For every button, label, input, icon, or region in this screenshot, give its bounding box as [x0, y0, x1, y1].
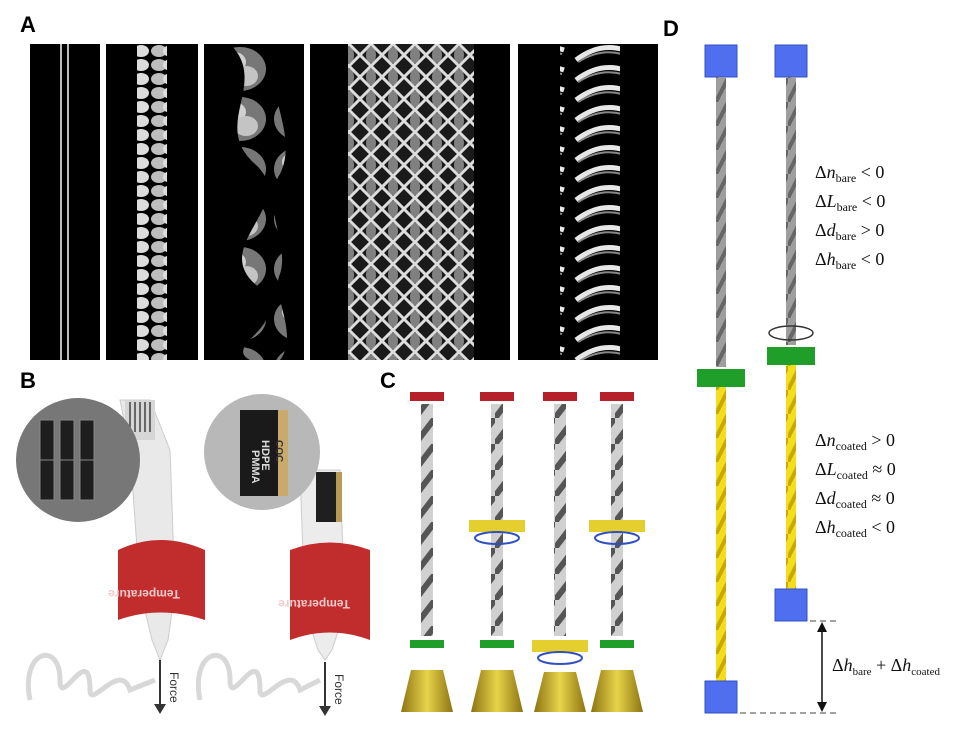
bare-equation-3: Δdbare > 0	[815, 220, 884, 243]
coated-equations: Δncoated > 0 ΔLcoated ≈ 0 Δdcoated ≈ 0 Δhco…	[815, 430, 896, 540]
material-label-coc: COC	[273, 440, 284, 462]
sum-equation: Δhbare + Δhcoated	[832, 655, 940, 678]
force-label-2: Force	[332, 674, 346, 705]
coated-equation-4: Δhcoated < 0	[815, 517, 895, 540]
panel-a-micrographs	[30, 44, 658, 360]
fiber-column-3	[532, 392, 588, 712]
panel-label-a: A	[20, 12, 36, 37]
panel-label-d: D	[663, 16, 679, 41]
sum-equation-text: Δhbare + Δhcoated	[832, 655, 940, 678]
fiber-column-4	[589, 392, 645, 712]
force-label-1: Force	[167, 672, 181, 703]
coated-fiber-right	[786, 365, 796, 589]
material-label-hdpe: HDPE	[259, 440, 271, 471]
coated-fiber-left	[716, 387, 726, 681]
panel-b-nozzle-illustration: Temperature Force Temperature PMMA HDPE …	[16, 394, 370, 716]
blue-anchor-top-left	[704, 44, 738, 78]
blue-anchor-bottom-left	[704, 680, 738, 714]
green-clamp-left	[697, 369, 745, 387]
coated-equation-1: Δncoated > 0	[815, 430, 895, 453]
fiber-column-2	[469, 392, 525, 712]
bare-equation-4: Δhbare < 0	[815, 249, 884, 272]
bare-fiber-right	[786, 77, 796, 345]
fiber-column-1	[401, 392, 453, 712]
panel-c-twisted-fibers	[401, 392, 645, 712]
panel-label-b: B	[20, 368, 36, 393]
panel-label-c: C	[380, 368, 396, 393]
bare-equations: Δnbare < 0 ΔLbare < 0 Δdbare > 0 Δhbare < 0	[815, 162, 885, 272]
blue-anchor-bottom-right	[774, 588, 808, 622]
rotation-arrow	[768, 325, 814, 341]
coated-equation-2: ΔLcoated ≈ 0	[815, 459, 896, 482]
bare-equation-2: ΔLbare < 0	[815, 191, 885, 214]
temperature-label-1: Temperature	[108, 587, 180, 601]
bare-fiber-left	[716, 77, 726, 367]
material-label-pmma: PMMA	[249, 450, 261, 484]
bare-equation-1: Δnbare < 0	[815, 162, 884, 185]
blue-anchor-top-right	[774, 44, 808, 78]
temperature-label-2: Temperature	[278, 597, 350, 611]
coated-equation-3: Δdcoated ≈ 0	[815, 488, 895, 511]
panel-d-schematic: Δnbare < 0 ΔLbare < 0 Δdbare > 0 Δhbare < 0…	[697, 44, 940, 714]
green-clamp-right	[767, 347, 815, 365]
